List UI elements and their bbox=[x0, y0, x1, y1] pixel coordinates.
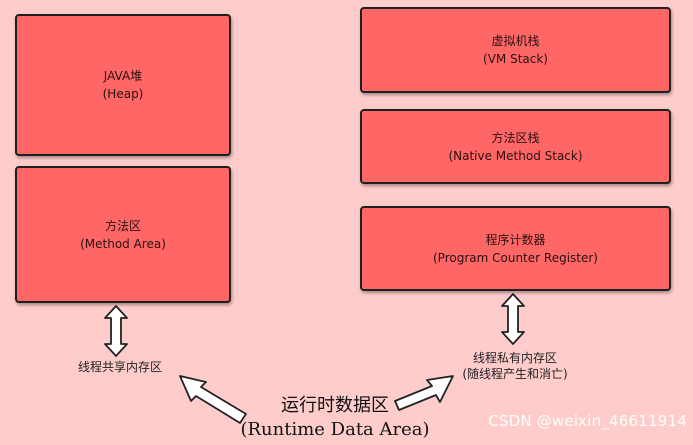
thread-shared-label: 线程共享内存区 bbox=[77, 360, 162, 374]
runtime-data-area-english-title: (Runtime Data Area) bbox=[240, 419, 430, 440]
vm-stack-english-label: (VM Stack) bbox=[483, 52, 548, 66]
method-area-box: 方法区 (Method Area) bbox=[15, 166, 231, 303]
method-area-english-label: (Method Area) bbox=[80, 236, 166, 251]
program-counter-box: 程序计数器 (Program Counter Register) bbox=[360, 206, 671, 291]
heap-box: JAVA堆 (Heap) bbox=[15, 14, 231, 156]
double-arrow-icon bbox=[104, 305, 128, 357]
arrow-icon bbox=[394, 375, 454, 411]
heap-english-label: (Heap) bbox=[102, 87, 144, 101]
program-counter-label: 程序计数器 bbox=[485, 232, 546, 247]
thread-private-label-line2: (随线程产生和消亡) bbox=[462, 367, 568, 381]
csdn-watermark: CSDN @weixin_46611914 bbox=[488, 412, 687, 430]
arrow-icon bbox=[179, 375, 247, 424]
vm-stack-label: 虚拟机栈 bbox=[491, 34, 540, 48]
native-method-stack-label: 方法区栈 bbox=[491, 130, 540, 145]
vm-stack-box: 虚拟机栈 (VM Stack) bbox=[360, 7, 671, 93]
program-counter-english-label: (Program Counter Register) bbox=[433, 250, 598, 265]
thread-private-label-line1: 线程私有内存区 bbox=[472, 351, 557, 365]
native-method-stack-box: 方法区栈 (Native Method Stack) bbox=[360, 109, 671, 184]
thread-private-label: 线程私有内存区 (随线程产生和消亡) bbox=[445, 350, 585, 382]
method-area-label: 方法区 bbox=[104, 218, 141, 233]
runtime-data-area-title: 运行时数据区 bbox=[281, 395, 389, 416]
heap-label: JAVA堆 bbox=[103, 69, 143, 83]
double-arrow-icon bbox=[501, 293, 525, 345]
native-method-stack-english-label: (Native Method Stack) bbox=[448, 148, 583, 163]
